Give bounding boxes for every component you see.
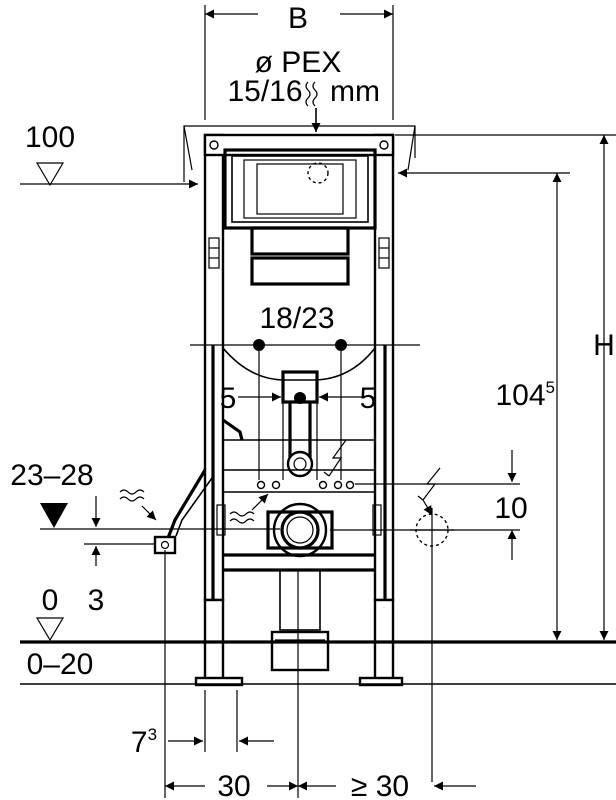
offset-right-label: 5 [360,382,377,415]
height-value: 104 [495,379,545,412]
power-offset-dimension: 10 [330,450,528,560]
power-offset-label: 10 [494,492,527,525]
cistern-height-dimension: 1045 [398,168,570,640]
height-value-label: 1045 [495,378,555,412]
level-triangle-icon [35,162,65,187]
foot-dimension: 73 [131,690,274,759]
range-label: 23–28 [10,459,93,492]
height-sup: 5 [546,378,555,397]
offset-dimension: 5 5 [220,345,377,480]
level-100: 100 [20,121,198,189]
bottom-dimension: 30 ≥ 30 [164,550,476,800]
water-wave-icon [305,81,318,107]
spacing-label: 18/23 [259,302,334,335]
bottom-right-bg [336,770,426,800]
water-wave-icon [229,511,255,524]
width-label: B [288,2,308,35]
pipe-label-line2: 15/16 [227,75,302,108]
level-triangle-icon [35,617,65,642]
water-wave-icon [119,489,145,502]
electric-bolt-icon [323,439,347,477]
foot-sup: 3 [148,725,157,744]
top-bracket [183,125,416,182]
width-dimension: B [204,2,394,120]
height-dimension: H [395,134,616,640]
supply-height-dimension: 23–28 3 [10,459,280,617]
frame-structure [153,133,420,687]
bottom-right-label: ≥ 30 [351,770,409,800]
electric-box [410,508,454,782]
floor-range-label: 0–20 [27,648,94,681]
top-level-label: 100 [25,121,75,154]
offset-left-label: 5 [220,382,237,415]
bottom-left-bg [205,770,267,800]
foot-value: 7 [131,726,148,759]
pipe-label-unit: mm [330,75,380,108]
height-label: H [593,329,615,362]
floor-level: 0 0–20 [20,584,616,685]
pipe-label-line1: ø PEX [255,46,342,79]
foot-label: 73 [131,725,157,759]
pipe-label: ø PEX 15/16 mm [227,46,380,132]
bottom-left-label: 30 [217,770,250,800]
low-offset-label: 3 [88,584,105,617]
floor-level-label: 0 [42,584,59,617]
